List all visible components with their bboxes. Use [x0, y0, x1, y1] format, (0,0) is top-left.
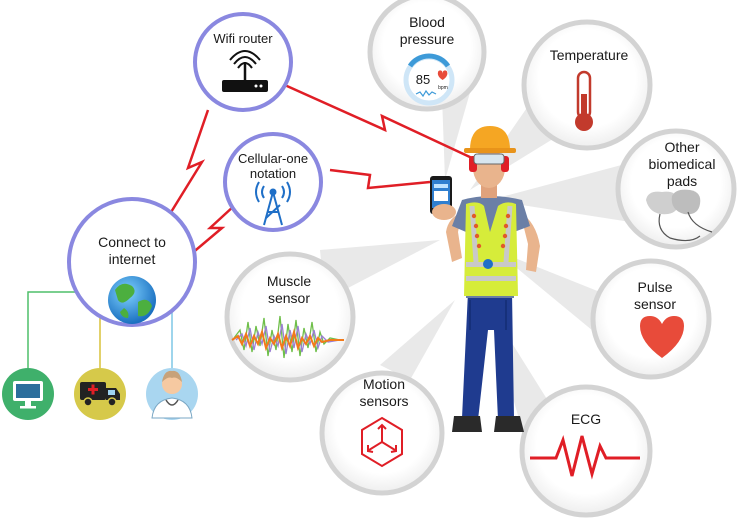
- wearable-sensor-dots: [471, 213, 511, 249]
- safety-glasses: [473, 153, 505, 165]
- globe-icon: [108, 276, 156, 324]
- hard-hat: [470, 126, 510, 150]
- biomedical-pads-label-line-1: Other: [664, 139, 699, 155]
- ecg-waveform-icon: [530, 435, 640, 480]
- biomedical-pads-label-line-2: biomedical: [649, 156, 716, 172]
- muscle-sensor-label-line-2: sensor: [268, 290, 310, 306]
- ambulance-endpoint: [74, 368, 126, 420]
- motion-axes-icon: [361, 416, 403, 468]
- wifi-router-node: Wifi router: [193, 12, 293, 112]
- biomedical-pads-label-line-3: pads: [667, 173, 697, 189]
- blood-pressure-gauge-icon: 85 bpm: [403, 53, 455, 106]
- internet-node: Connect to internet: [67, 197, 197, 327]
- internet-label-line-1: Connect to: [98, 234, 166, 250]
- computer-monitor-icon: [13, 381, 43, 409]
- pulse-sensor-node: Pulse sensor: [590, 258, 712, 380]
- worker-right-boot: [494, 416, 524, 432]
- thermometer-icon: [575, 70, 593, 131]
- blood-pressure-unit: bpm: [438, 85, 448, 91]
- computer-endpoint: [2, 368, 54, 420]
- wedge-motion: [380, 300, 455, 380]
- emg-signal-icon: [231, 315, 344, 359]
- worker-smartphone: [430, 176, 456, 220]
- internet-label-line-2: internet: [109, 251, 156, 267]
- electrode-pads-icon: [646, 189, 713, 242]
- motion-sensors-node: Motion sensors: [319, 370, 445, 496]
- wifi-router-bubble: [193, 12, 293, 112]
- biomedical-pads-node: Other biomedical pads: [615, 128, 737, 250]
- worker-figure: [430, 126, 540, 432]
- ecg-label: ECG: [571, 411, 601, 427]
- internet-bubble: [67, 197, 197, 327]
- biomedical-pads-bubble: [615, 128, 737, 250]
- muscle-sensor-bubble: [224, 251, 356, 383]
- blood-pressure-node: Blood pressure 85 bpm: [367, 0, 487, 112]
- signal-cellular-to-worker: [329, 168, 431, 190]
- temperature-label: Temperature: [550, 47, 629, 63]
- blood-pressure-label-line-2: pressure: [400, 31, 455, 47]
- ecg-node: ECG: [519, 384, 653, 518]
- motion-sensors-label-line-1: Motion: [363, 376, 405, 392]
- signal-router-to-internet: [158, 109, 210, 231]
- cellular-label-line-1: Cellular-one: [238, 151, 308, 166]
- wedge-biomedical-pads: [490, 160, 650, 225]
- blood-pressure-label-line-1: Blood: [409, 14, 445, 30]
- doctor-icon: [151, 370, 193, 419]
- pulse-sensor-label-line-2: sensor: [634, 296, 676, 312]
- wifi-router-label: Wifi router: [213, 31, 273, 46]
- body-hub-sensor: [483, 259, 493, 269]
- pulse-sensor-label-line-1: Pulse: [637, 279, 672, 295]
- blood-pressure-reading: 85: [416, 72, 430, 87]
- heart-icon: [640, 316, 684, 358]
- cellular-bubble: [223, 132, 323, 232]
- signal-router-to-worker: [277, 80, 473, 160]
- worker-left-boot: [452, 416, 482, 432]
- signal-cellular-to-internet: [189, 204, 236, 256]
- worker-pants: [462, 292, 514, 420]
- wedge-pulse: [495, 250, 620, 345]
- doctor-endpoint: [146, 368, 198, 420]
- wifi-router-icon: [222, 50, 268, 92]
- muscle-sensor-label-line-1: Muscle: [267, 273, 312, 289]
- temperature-node: Temperature: [521, 19, 653, 151]
- cellular-node: Cellular-one notation: [223, 132, 323, 232]
- ambulance-icon: [80, 382, 120, 407]
- cell-tower-icon: [255, 181, 291, 226]
- signal-lines: [158, 80, 473, 256]
- wedge-muscle: [320, 240, 440, 300]
- motion-sensors-label-line-2: sensors: [359, 393, 408, 409]
- muscle-sensor-node: Muscle sensor: [224, 251, 356, 383]
- cellular-label-line-2: notation: [250, 166, 296, 181]
